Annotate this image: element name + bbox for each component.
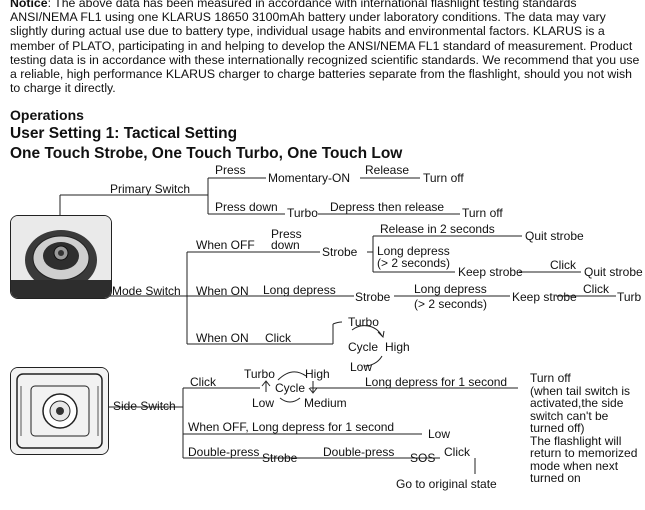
mode-quit-strobe-1: Quit strobe — [525, 229, 584, 243]
side-turbo: Turbo — [244, 367, 275, 381]
notice-label: Notice — [10, 0, 48, 10]
mode-cycle-label: Cycle — [348, 340, 379, 354]
side-note-line: turned on — [530, 471, 581, 485]
primary-turn-off-2: Turn off — [462, 206, 503, 220]
mode-press-down-2: down — [271, 238, 300, 252]
side-note-line: (when tail switch is — [530, 383, 631, 398]
primary-press: Press — [215, 163, 246, 177]
side-note-line: return to memorized — [530, 446, 638, 460]
mode-click-2: Click — [583, 282, 609, 296]
mode-gt-2s-b: (> 2 seconds) — [414, 297, 488, 311]
side-medium: Medium — [304, 396, 347, 410]
mode-click-3: Click — [265, 331, 291, 345]
mode-strobe-2: Strobe — [355, 290, 391, 304]
mode-turbo-truncated: Turb — [617, 290, 642, 304]
side-sos: SOS — [410, 451, 436, 465]
mode-quit-strobe-2: Quit strobe — [584, 265, 643, 279]
primary-turn-off-1: Turn off — [423, 171, 464, 185]
side-strobe: Strobe — [262, 451, 298, 465]
mode-when-on-2: When ON — [196, 331, 249, 345]
mode-long-depress-c: Long depress — [414, 282, 487, 296]
primary-release: Release — [365, 163, 410, 177]
notice-text: : The above data has been measured in ac… — [10, 0, 640, 96]
side-double-press-1: Double-press — [188, 445, 260, 459]
mode-click-1: Click — [550, 258, 576, 272]
mode-press-down-1: Press — [271, 227, 302, 241]
notice-paragraph: Notice: The above data has been measured… — [10, 0, 642, 95]
side-low-2: Low — [428, 427, 451, 441]
mode-long-depress-b: Long depress — [263, 283, 336, 297]
mode-when-on-1: When ON — [196, 284, 249, 298]
mode-switch-label: Mode Switch — [112, 284, 181, 298]
primary-switch-label: Primary Switch — [110, 182, 191, 196]
flashlight-tail-image — [10, 215, 112, 299]
side-go-original: Go to original state — [396, 477, 497, 491]
side-note-line: activated,the side — [530, 396, 624, 410]
side-note-line: switch can't be — [530, 408, 609, 423]
primary-momentary-on: Momentary-ON — [268, 171, 351, 185]
flashlight-side-image — [10, 367, 109, 455]
side-note-line: The flashlight will — [530, 433, 622, 448]
side-high: High — [305, 367, 330, 381]
side-note: Turn off (when tail switch is activated,… — [530, 372, 637, 485]
side-long-depress-1s: Long depress for 1 second — [365, 375, 508, 389]
side-low: Low — [252, 396, 275, 410]
mode-keep-strobe-1: Keep strobe — [458, 265, 523, 279]
operations-heading: Operations — [10, 107, 84, 123]
mode-cycle-high: High — [385, 340, 410, 354]
mode-gt-2s-a: (> 2 seconds) — [377, 256, 451, 270]
side-when-off-long: When OFF, Long depress for 1 second — [188, 420, 395, 434]
side-note-line: mode when next — [530, 458, 619, 473]
primary-depress-then-release: Depress then release — [330, 200, 445, 214]
mode-when-off: When OFF — [196, 238, 255, 252]
side-double-press-2: Double-press — [323, 445, 395, 459]
side-click: Click — [190, 375, 216, 389]
mode-strobe-1: Strobe — [322, 245, 358, 259]
mode-cycle-low: Low — [350, 360, 373, 374]
primary-turbo: Turbo — [287, 206, 318, 220]
user-setting-heading: User Setting 1: Tactical Setting — [10, 125, 238, 142]
mode-keep-strobe-2: Keep strobe — [512, 290, 577, 304]
side-cycle: Cycle — [275, 381, 306, 395]
side-note-line: turned off) — [530, 421, 585, 435]
primary-press-down: Press down — [215, 200, 278, 214]
mode-cycle-turbo: Turbo — [348, 315, 379, 329]
modes-heading: One Touch Strobe, One Touch Turbo, One T… — [10, 145, 403, 162]
mode-release-in-2s: Release in 2 seconds — [380, 222, 495, 236]
mode-long-depress-a: Long depress — [377, 244, 450, 258]
side-switch-label: Side Switch — [113, 399, 176, 413]
side-click-2: Click — [444, 445, 470, 459]
side-note-line: Turn off — [530, 371, 571, 385]
